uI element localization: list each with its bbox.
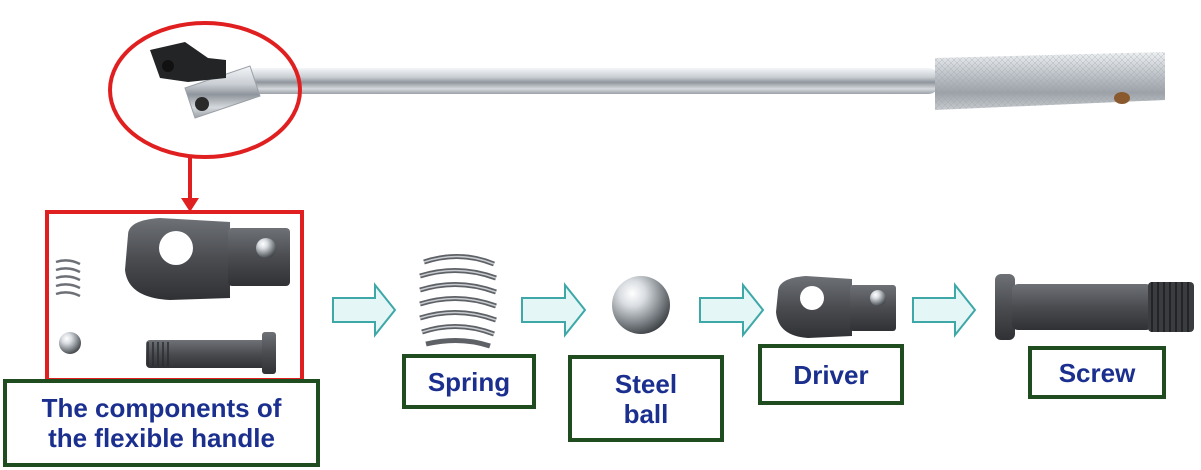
driver-label: Driver (758, 344, 904, 405)
spring-icon (55, 259, 81, 298)
spring-label-text: Spring (427, 366, 511, 397)
flow-arrow-icon (912, 282, 977, 338)
driver-icon (776, 276, 896, 338)
steel-ball-label: Steel ball (568, 355, 724, 442)
steel-ball-icon (59, 332, 81, 354)
screw-icon (995, 274, 1194, 340)
screw-label-text: Screw (1058, 357, 1136, 388)
components-group (55, 218, 290, 374)
components-label-line1: The components of (41, 393, 282, 423)
screw-icon (146, 332, 276, 374)
spring-icon (419, 253, 497, 349)
driver-label-text: Driver (793, 359, 869, 390)
components-label-line2: the flexible handle (48, 423, 275, 453)
driver-icon (125, 218, 290, 300)
steel-ball-label-line2: ball (623, 398, 669, 429)
flexible-handle-icon (150, 42, 1165, 119)
highlight-arrowhead (181, 198, 199, 212)
flow-arrow-icon (521, 282, 587, 338)
screw-label: Screw (1028, 346, 1166, 399)
flow-arrow-icon (699, 282, 765, 338)
highlight-circle (108, 21, 302, 159)
steel-ball-icon (612, 276, 670, 334)
spring-label: Spring (402, 354, 536, 409)
flow-arrow-icon (332, 282, 397, 338)
steel-ball-label-line1: Steel (614, 368, 678, 399)
components-label: The components of the flexible handle (3, 379, 320, 467)
